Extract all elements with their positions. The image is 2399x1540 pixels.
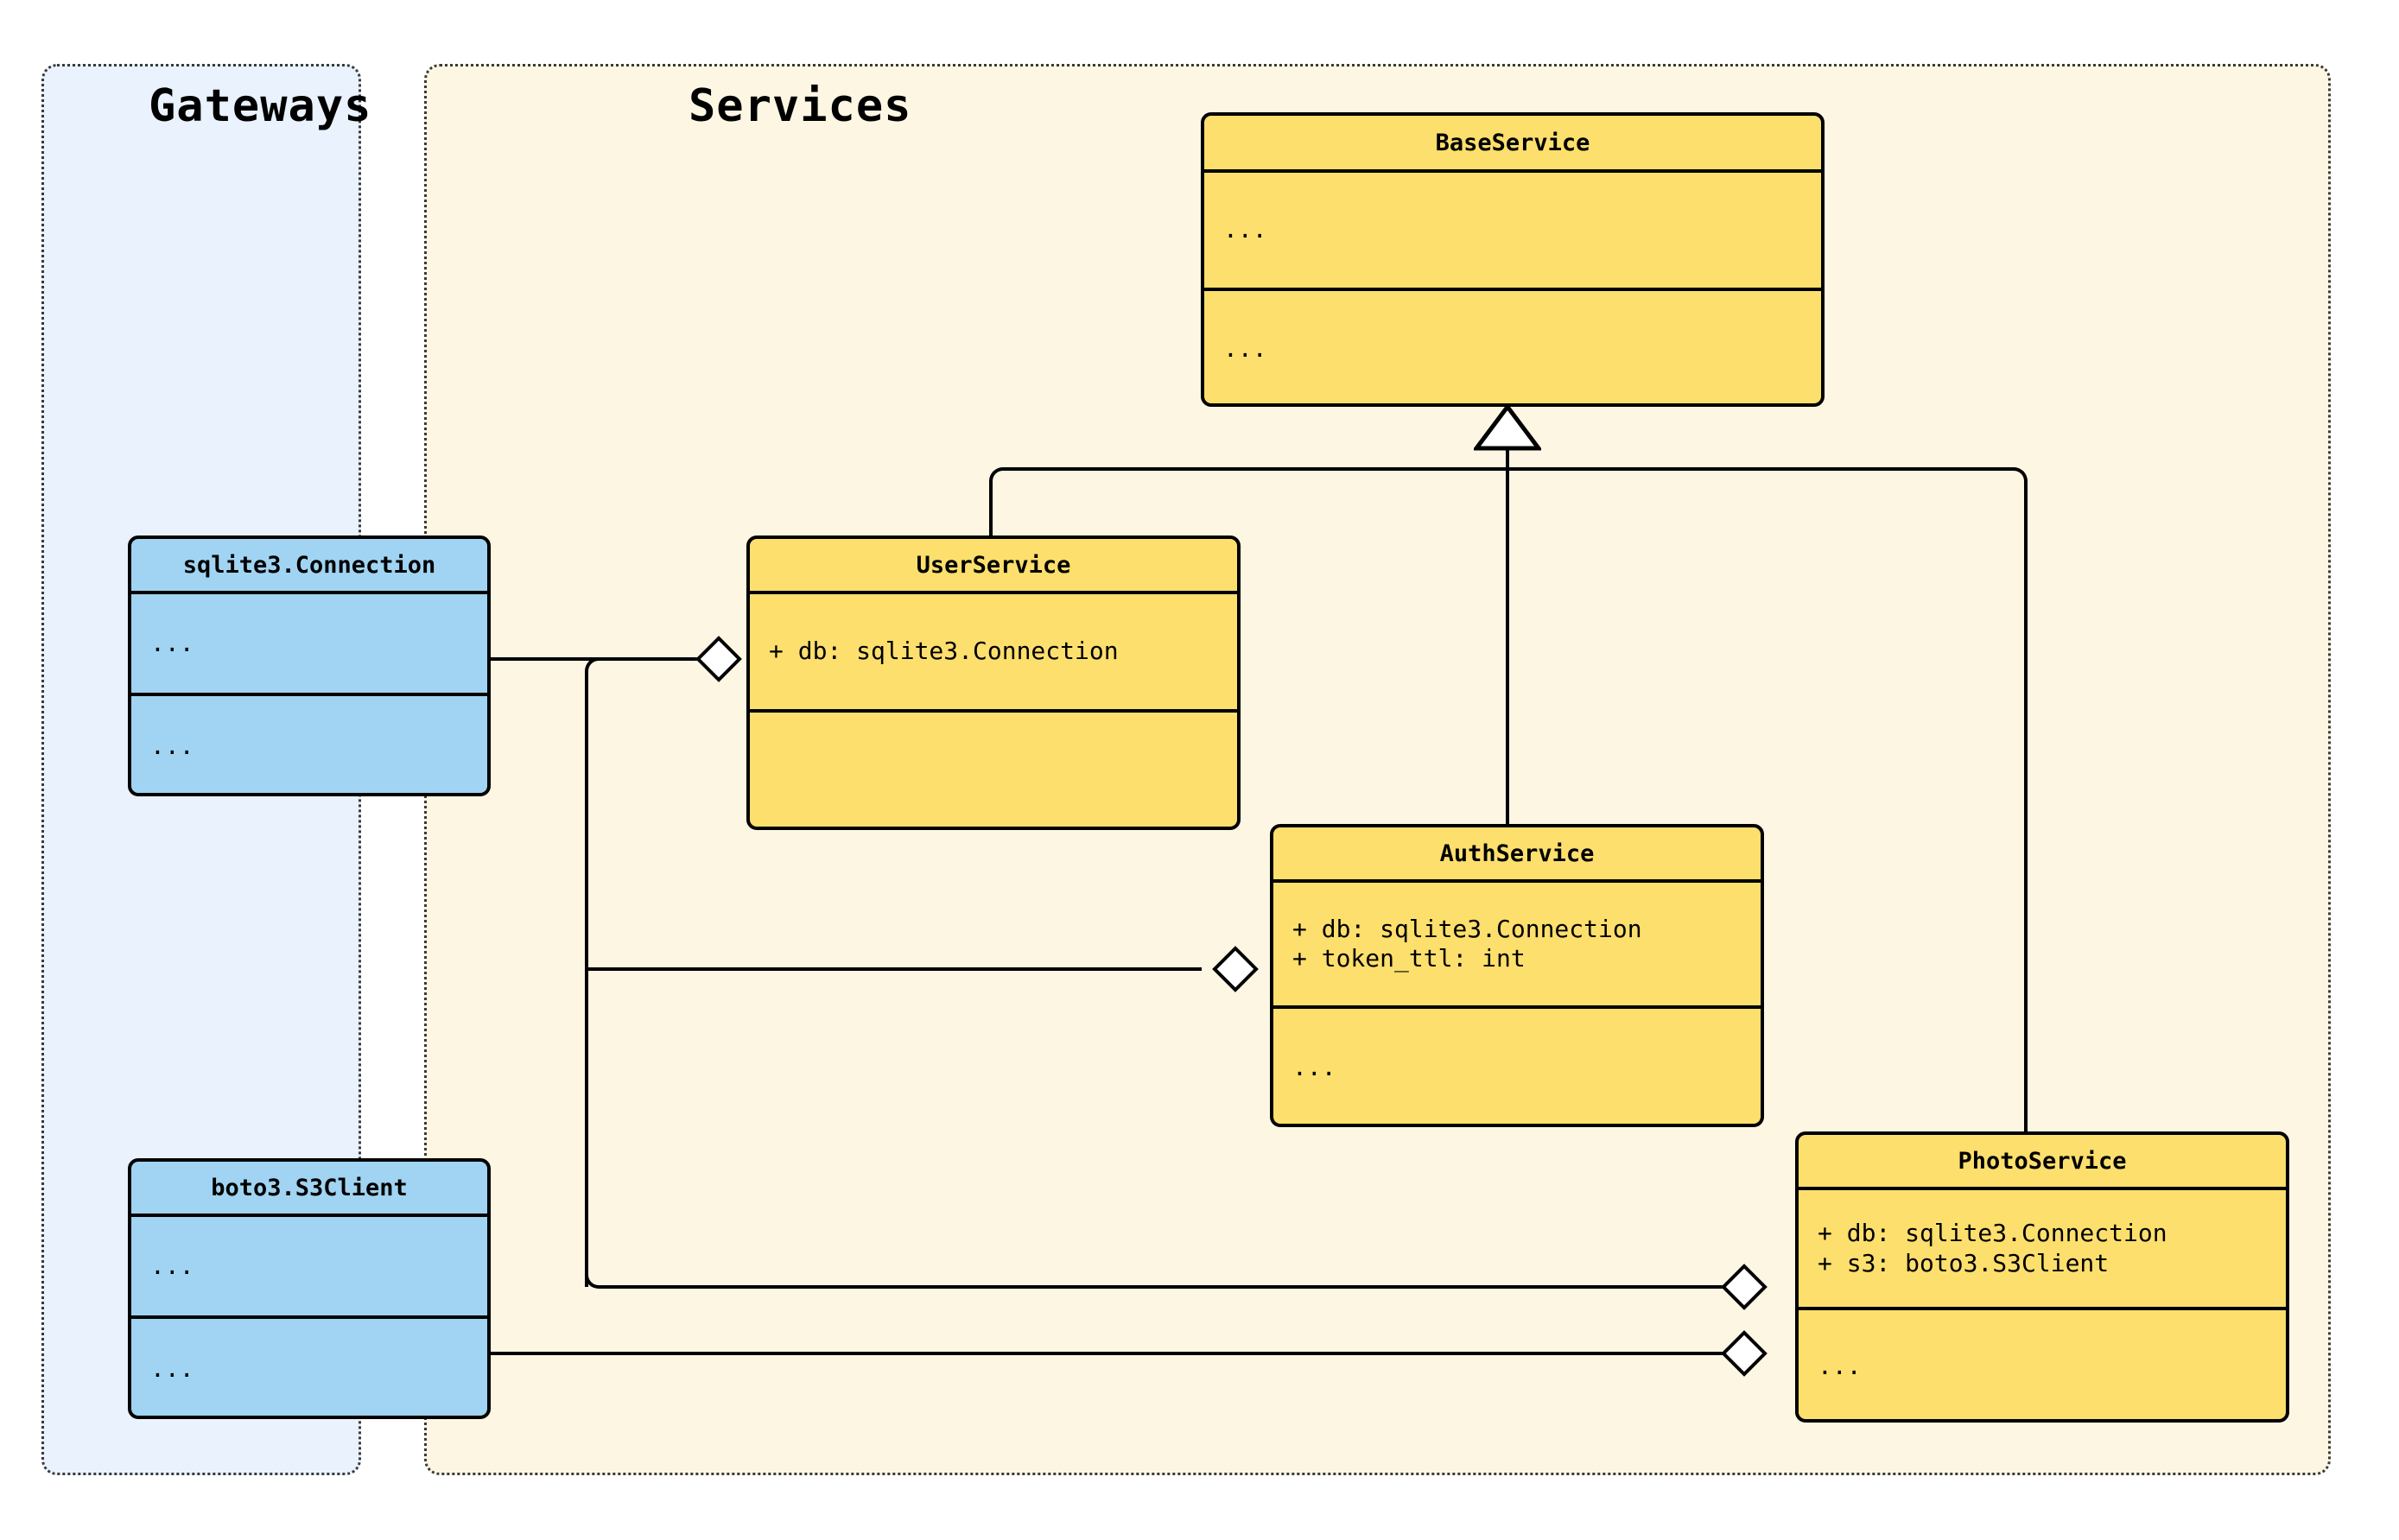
class-attributes-boto3-s3client: ... — [131, 1214, 487, 1315]
class-box-photoservice[interactable]: PhotoService + db: sqlite3.Connection + … — [1795, 1131, 2289, 1423]
generalization-corner-photoservice — [2000, 467, 2028, 495]
aggregation-line-sqlite-photoservice — [609, 1285, 1728, 1289]
generalization-line-authservice — [1506, 470, 1509, 824]
aggregation-line-boto3-photoservice — [491, 1352, 1729, 1355]
class-name-userservice: UserService — [916, 551, 1071, 579]
class-methods-userservice — [750, 709, 1237, 827]
class-methods-photoservice: ... — [1799, 1307, 2286, 1419]
class-box-userservice[interactable]: UserService + db: sqlite3.Connection — [746, 536, 1241, 830]
class-name-photoservice: PhotoService — [1958, 1147, 2127, 1175]
generalization-bus-left — [1003, 467, 1509, 471]
class-methods-baseservice: ... — [1204, 288, 1821, 403]
class-attributes-authservice: + db: sqlite3.Connection + token_ttl: in… — [1273, 879, 1761, 1005]
class-box-sqlite3-connection[interactable]: sqlite3.Connection ... ... — [128, 536, 491, 796]
generalization-stub-vertical — [1506, 446, 1509, 473]
class-box-authservice[interactable]: AuthService + db: sqlite3.Connection + t… — [1270, 824, 1764, 1127]
generalization-line-userservice — [989, 492, 993, 538]
aggregation-line-sqlite-authservice — [587, 967, 1202, 971]
class-box-baseservice[interactable]: BaseService ... ... — [1201, 112, 1825, 407]
class-attributes-baseservice: ... — [1204, 169, 1821, 288]
class-methods-boto3-s3client: ... — [131, 1315, 487, 1416]
generalization-triangle-icon — [1474, 404, 1541, 451]
class-attributes-userservice: + db: sqlite3.Connection — [750, 591, 1237, 709]
generalization-line-photoservice — [2024, 492, 2028, 1133]
class-box-boto3-s3client[interactable]: boto3.S3Client ... ... — [128, 1158, 491, 1419]
generalization-bus-right — [1506, 467, 2014, 471]
class-attributes-sqlite3-connection: ... — [131, 591, 487, 693]
class-name-sqlite3-connection: sqlite3.Connection — [182, 551, 436, 579]
class-methods-authservice: ... — [1273, 1005, 1761, 1124]
class-attributes-photoservice: + db: sqlite3.Connection + s3: boto3.S3C… — [1799, 1187, 2286, 1307]
class-name-baseservice: BaseService — [1435, 129, 1590, 156]
class-name-authservice: AuthService — [1439, 840, 1595, 867]
generalization-corner-userservice — [989, 467, 1017, 495]
class-methods-sqlite3-connection: ... — [131, 693, 487, 793]
aggregation-trunk-corner-sqlite — [585, 657, 612, 685]
aggregation-corner-sqlite-photoservice — [585, 1261, 612, 1289]
aggregation-trunk-vertical-sqlite — [585, 682, 588, 1287]
class-name-boto3-s3client: boto3.S3Client — [211, 1174, 408, 1201]
package-title-gateways: Gateways — [149, 80, 372, 132]
package-title-services: Services — [689, 80, 912, 132]
